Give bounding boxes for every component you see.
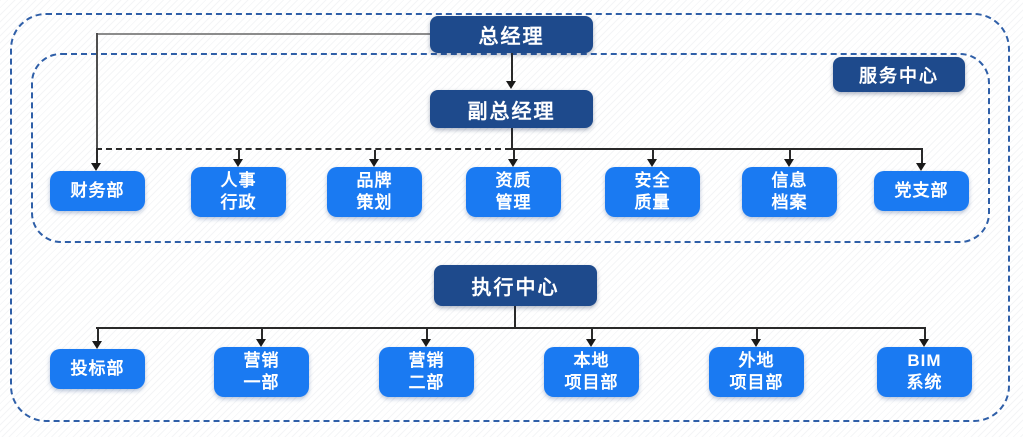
org-box-deputy-general-manager: 副总经理 — [430, 90, 593, 128]
drop-marketing-2 — [426, 329, 428, 339]
drop-hr — [238, 150, 240, 159]
service-center-dashed-border — [31, 53, 990, 243]
dept-label: 营销 一部 — [243, 350, 280, 392]
dept-label: 资质 管理 — [495, 170, 532, 212]
arrowhead-marketing-1 — [256, 339, 266, 347]
org-box-execution-center: 执行中心 — [434, 265, 597, 306]
drop-safety — [652, 150, 654, 159]
dept-label: 党支部 — [894, 180, 949, 200]
drop-party — [921, 150, 923, 163]
service-center-label: 服务中心 — [859, 65, 939, 86]
dept-label: 外地 项目部 — [729, 350, 784, 392]
drop-bidding — [97, 329, 99, 341]
arrowhead-safety — [647, 159, 657, 167]
org-box-service-center: 服务中心 — [833, 57, 965, 92]
connector-gm-dgm — [511, 53, 513, 82]
connector-gm-left-vertical — [96, 33, 98, 149]
dept-label: BIM 系统 — [906, 350, 943, 392]
dept-label: 人事 行政 — [220, 170, 257, 212]
arrowhead-bidding — [92, 341, 102, 349]
drop-bim-system — [924, 329, 926, 339]
dept-box-party-branch: 党支部 — [874, 171, 969, 211]
arrowhead-remote-projects — [751, 339, 761, 347]
arrowhead-marketing-2 — [421, 339, 431, 347]
dept-label: 信息 档案 — [771, 170, 808, 212]
dept-box-brand-planning: 品牌 策划 — [327, 167, 422, 217]
dept-box-finance: 财务部 — [50, 171, 145, 211]
arrowhead-info — [784, 159, 794, 167]
row1-bus-solid — [511, 148, 923, 150]
dept-box-info-archives: 信息 档案 — [742, 167, 837, 217]
arrowhead-bim-system — [919, 339, 929, 347]
row2-bus-solid — [96, 327, 926, 329]
dept-label: 财务部 — [70, 180, 125, 200]
connector-gm-left-horizontal — [96, 33, 430, 35]
arrowhead-hr — [233, 159, 243, 167]
outer-dashed-border — [10, 13, 1010, 422]
arrowhead-finance — [91, 163, 101, 171]
row1-bus-dashed — [96, 148, 511, 150]
arrowhead-qual — [508, 159, 518, 167]
dept-box-hr-admin: 人事 行政 — [191, 167, 286, 217]
arrowhead-dgm — [506, 81, 516, 89]
deputy-general-manager-label: 副总经理 — [467, 100, 556, 123]
drop-brand — [374, 150, 376, 159]
dept-box-bim-system: BIM 系统 — [877, 347, 972, 397]
arrowhead-party — [916, 163, 926, 171]
drop-remote-projects — [756, 329, 758, 339]
dept-box-safety-quality: 安全 质量 — [605, 167, 700, 217]
dept-label: 安全 质量 — [634, 170, 671, 212]
arrowhead-local-projects — [586, 339, 596, 347]
drop-local-projects — [591, 329, 593, 339]
dept-box-marketing-2: 营销 二部 — [379, 347, 474, 397]
drop-finance — [96, 150, 98, 163]
execution-center-label: 执行中心 — [471, 277, 560, 299]
dept-label: 本地 项目部 — [564, 350, 619, 392]
connector-dgm-stem — [511, 128, 513, 150]
drop-info — [789, 150, 791, 159]
dept-label: 营销 二部 — [408, 350, 445, 392]
dept-box-marketing-1: 营销 一部 — [214, 347, 309, 397]
drop-qual — [513, 150, 515, 159]
dept-box-remote-projects: 外地 项目部 — [709, 347, 804, 397]
drop-marketing-1 — [261, 329, 263, 339]
dept-box-bidding: 投标部 — [50, 349, 145, 389]
dept-label: 投标部 — [70, 358, 125, 378]
general-manager-label: 总经理 — [478, 26, 545, 48]
connector-exec-stem — [514, 306, 516, 329]
dept-label: 品牌 策划 — [356, 170, 393, 212]
arrowhead-brand — [369, 159, 379, 167]
org-box-general-manager: 总经理 — [430, 16, 593, 53]
dept-box-local-projects: 本地 项目部 — [544, 347, 639, 397]
dept-box-qualification-management: 资质 管理 — [466, 167, 561, 217]
